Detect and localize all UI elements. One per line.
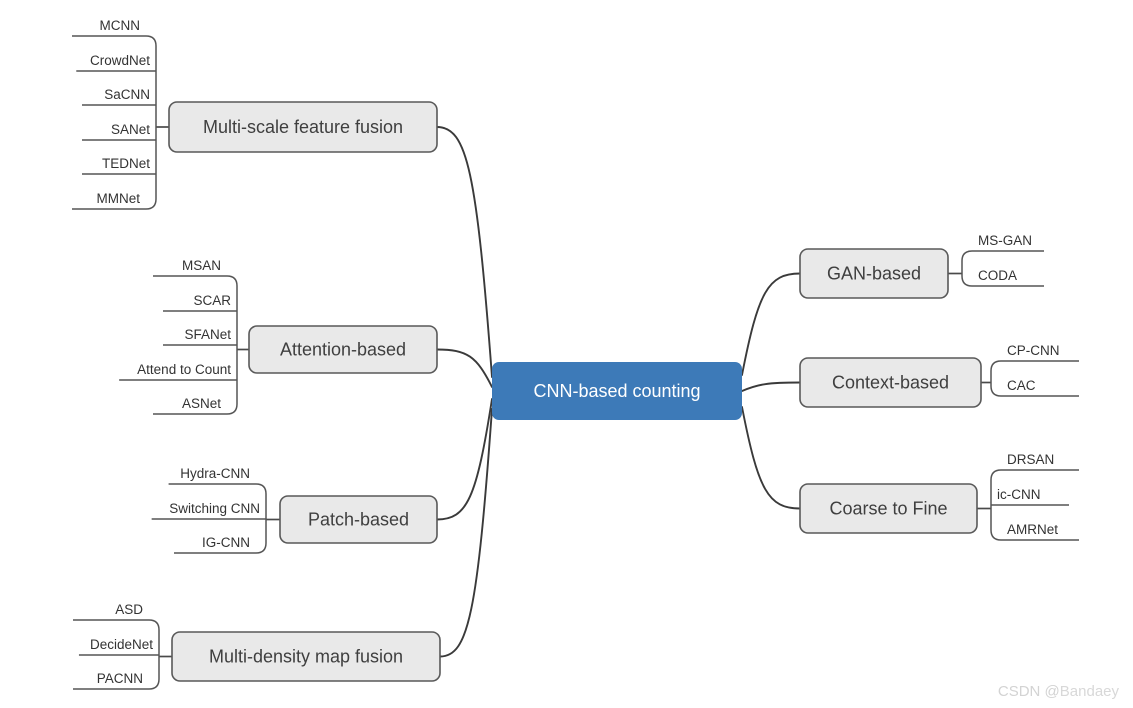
leaf-label[interactable]: Hydra-CNN <box>180 466 250 481</box>
leaf-spine <box>990 360 1002 397</box>
branch-connector <box>436 348 493 388</box>
branch-node-label: GAN-based <box>827 263 921 283</box>
branch-node-label: Coarse to Fine <box>829 498 947 518</box>
branch-node[interactable] <box>799 248 949 299</box>
watermark: CSDN @Bandaey <box>998 683 1119 700</box>
leaf-label[interactable]: MCNN <box>100 18 141 33</box>
branch-connector <box>436 398 493 521</box>
leaf-label[interactable]: ic-CNN <box>997 487 1041 502</box>
branch-connector <box>436 126 493 378</box>
watermark-prefix: CSDN @ <box>997 683 1060 700</box>
branch-node[interactable] <box>248 325 438 374</box>
leaf-label[interactable]: SFANet <box>184 327 231 342</box>
leaf-label[interactable]: MS-GAN <box>978 233 1032 248</box>
branch-node-label: Attention-based <box>280 339 406 359</box>
leaf-label[interactable]: IG-CNN <box>202 535 250 550</box>
root-node[interactable] <box>492 362 742 420</box>
branch-connector <box>741 381 801 392</box>
leaf-label[interactable]: DecideNet <box>90 637 153 652</box>
branch-node-label: Multi-density map fusion <box>209 646 403 666</box>
branch-node[interactable] <box>799 357 982 408</box>
leaf-label[interactable]: ASD <box>115 602 143 617</box>
leaf-label[interactable]: CODA <box>978 268 1017 283</box>
leaf-label[interactable]: Switching CNN <box>169 501 260 516</box>
leaf-label[interactable]: SaCNN <box>104 87 150 102</box>
leaf-label[interactable]: SCAR <box>193 293 231 308</box>
leaf-label[interactable]: TEDNet <box>102 156 150 171</box>
branch-node[interactable] <box>799 483 978 534</box>
leaf-label[interactable]: CP-CNN <box>1007 343 1060 358</box>
branch-node-label: Multi-scale feature fusion <box>203 117 403 137</box>
branch-node-label: Context-based <box>832 372 949 392</box>
branch-node[interactable] <box>168 101 438 153</box>
leaf-label[interactable]: Attend to Count <box>137 362 231 377</box>
branch-connector <box>741 272 801 376</box>
branch-node[interactable] <box>171 631 441 682</box>
leaf-label[interactable]: CrowdNet <box>90 53 150 68</box>
leaf-label[interactable]: PACNN <box>97 671 143 686</box>
leaf-label[interactable]: DRSAN <box>1007 452 1054 467</box>
branch-connector <box>439 408 493 658</box>
branch-layer: Multi-scale feature fusionAttention-base… <box>168 101 982 682</box>
branch-node[interactable] <box>279 495 438 544</box>
watermark-username: Bandaey <box>1059 683 1119 700</box>
leaf-label[interactable]: AMRNet <box>1007 522 1058 537</box>
root-node-label: CNN-based counting <box>533 381 700 401</box>
leaf-label[interactable]: MSAN <box>182 258 221 273</box>
branch-connector <box>741 406 801 510</box>
leaf-spine <box>961 250 973 287</box>
leaf-label[interactable]: SANet <box>111 122 150 137</box>
leaf-label[interactable]: CAC <box>1007 378 1036 393</box>
branch-node-label: Patch-based <box>308 509 409 529</box>
connector-layer <box>436 126 801 658</box>
leaf-label[interactable]: ASNet <box>182 396 221 411</box>
leaf-label[interactable]: MMNet <box>97 191 141 206</box>
leaf-spine <box>145 35 157 210</box>
